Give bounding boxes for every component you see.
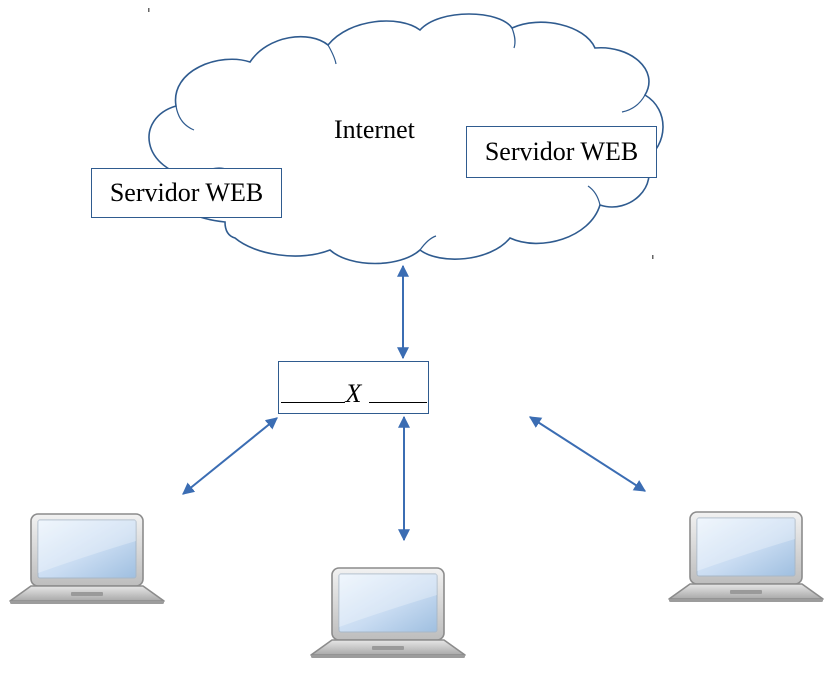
arrow-laptop-right [528,416,647,492]
laptop-icon [9,513,165,605]
laptop-icon [310,567,466,659]
web-server-label: Servidor WEB [109,178,264,207]
proxy-box: X [278,361,429,414]
blank-underline-left [281,402,345,403]
stray-mark [148,8,150,12]
proxy-label: X [345,379,362,408]
web-server-box-right: Servidor WEB [466,126,657,178]
web-server-label: Servidor WEB [484,137,639,166]
arrow-proxy-laptop-left [182,417,278,495]
cloud-label: Internet [334,115,415,144]
web-server-box-left: Servidor WEB [91,168,282,218]
laptop-icon [668,511,824,603]
blank-underline-right [369,402,427,403]
stray-mark [652,255,654,259]
